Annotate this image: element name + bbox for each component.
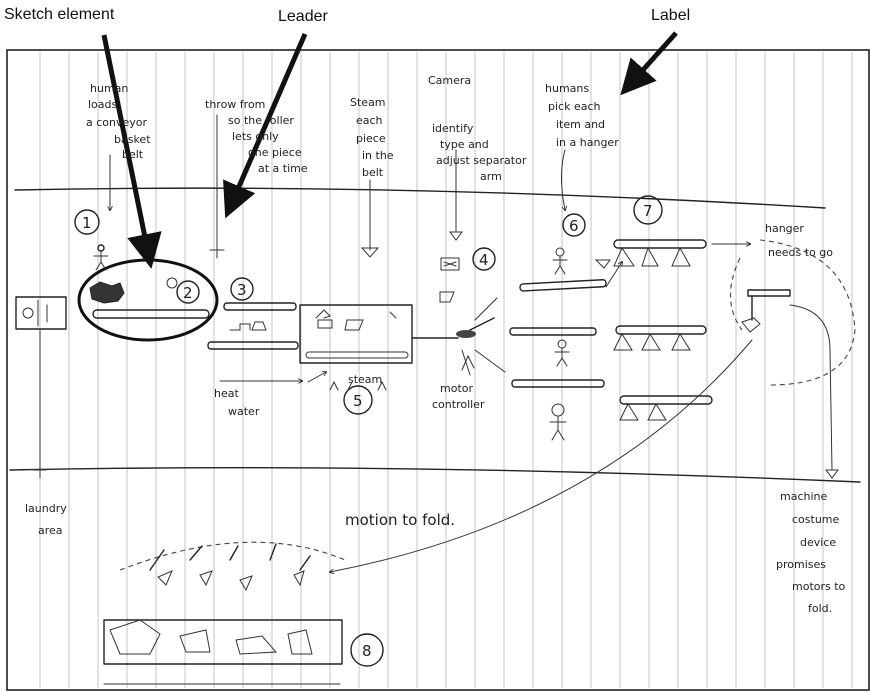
svg-text:basket: basket bbox=[114, 133, 151, 146]
svg-text:motion to fold.: motion to fold. bbox=[345, 511, 455, 529]
svg-text:adjust separator: adjust separator bbox=[436, 154, 527, 167]
svg-text:each: each bbox=[356, 114, 383, 127]
svg-text:human: human bbox=[90, 82, 128, 95]
svg-text:motor: motor bbox=[440, 382, 473, 395]
svg-text:at a time: at a time bbox=[258, 162, 308, 175]
notebook-page bbox=[7, 50, 869, 690]
svg-text:machine: machine bbox=[780, 490, 828, 503]
svg-text:6: 6 bbox=[569, 217, 579, 235]
svg-text:heat: heat bbox=[214, 387, 239, 400]
svg-text:belt: belt bbox=[362, 166, 384, 179]
svg-text:laundry: laundry bbox=[25, 502, 67, 515]
svg-text:in the: in the bbox=[362, 149, 394, 162]
svg-text:costume: costume bbox=[792, 513, 840, 526]
svg-text:piece: piece bbox=[356, 132, 386, 145]
svg-text:pick each: pick each bbox=[548, 100, 601, 113]
svg-text:controller: controller bbox=[432, 398, 485, 411]
svg-text:3: 3 bbox=[237, 281, 247, 299]
svg-text:8: 8 bbox=[362, 642, 372, 660]
svg-text:needs to go: needs to go bbox=[768, 246, 833, 259]
svg-text:one piece: one piece bbox=[248, 146, 302, 159]
svg-text:arm: arm bbox=[480, 170, 502, 183]
svg-text:fold.: fold. bbox=[808, 602, 832, 615]
svg-text:a conveyor: a conveyor bbox=[86, 116, 148, 129]
svg-text:7: 7 bbox=[643, 202, 653, 220]
svg-text:device: device bbox=[800, 536, 836, 549]
svg-text:Steam: Steam bbox=[350, 96, 386, 109]
svg-text:belt: belt bbox=[122, 148, 144, 161]
svg-text:lets only: lets only bbox=[232, 130, 279, 143]
svg-text:water: water bbox=[228, 405, 260, 418]
svg-text:Camera: Camera bbox=[428, 74, 471, 87]
svg-text:4: 4 bbox=[479, 251, 489, 269]
svg-text:steam: steam bbox=[348, 373, 382, 386]
svg-text:hanger: hanger bbox=[765, 222, 804, 235]
svg-text:promises: promises bbox=[776, 558, 826, 571]
svg-text:loads: loads bbox=[88, 98, 118, 111]
svg-text:humans: humans bbox=[545, 82, 589, 95]
svg-text:item and: item and bbox=[556, 118, 605, 131]
svg-text:throw from: throw from bbox=[205, 98, 265, 111]
svg-text:identify: identify bbox=[432, 122, 474, 135]
svg-text:5: 5 bbox=[353, 392, 363, 410]
svg-text:in a hanger: in a hanger bbox=[556, 136, 619, 149]
svg-text:area: area bbox=[38, 524, 63, 537]
svg-text:motors to: motors to bbox=[792, 580, 846, 593]
svg-text:type and: type and bbox=[440, 138, 489, 151]
svg-text:2: 2 bbox=[183, 284, 193, 302]
svg-text:1: 1 bbox=[82, 214, 92, 232]
svg-text:so the roller: so the roller bbox=[228, 114, 294, 127]
